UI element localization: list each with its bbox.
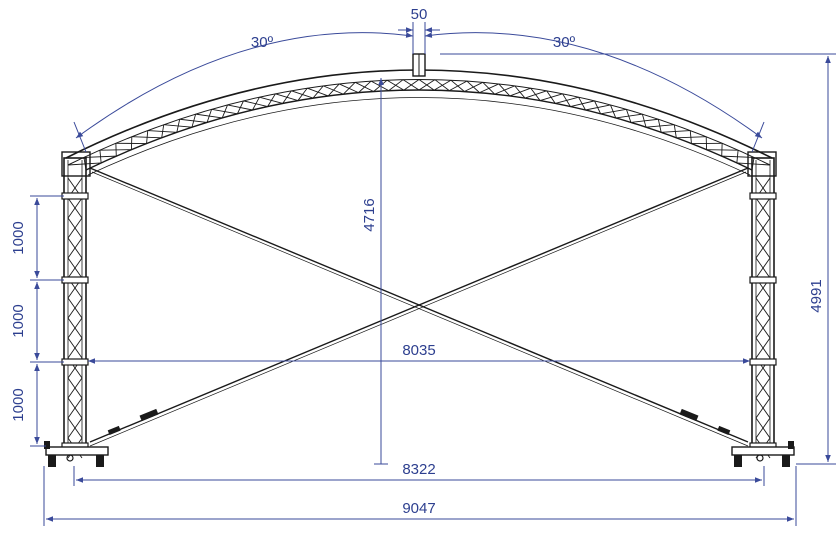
inner-width-label: 8035 xyxy=(402,342,435,359)
total-width-label: 9047 xyxy=(402,500,435,517)
total-height-label: 4991 xyxy=(808,279,825,312)
top-gap-label: 50 xyxy=(411,6,428,23)
truss-structure xyxy=(44,54,794,467)
right-tower xyxy=(750,158,776,458)
segment-1-label: 1000 xyxy=(10,221,27,254)
arch-height-label: 4716 xyxy=(361,198,378,231)
left-angle-label: 30º xyxy=(251,34,274,51)
dimension-labels: 50 30º 30º 4716 4991 1000 1000 1000 8035… xyxy=(10,6,825,517)
tie-cables xyxy=(90,168,748,446)
segment-2-label: 1000 xyxy=(10,304,27,337)
base-width-label: 8322 xyxy=(402,461,435,478)
arch-truss xyxy=(62,54,776,176)
left-tower xyxy=(62,158,88,458)
segment-3-label: 1000 xyxy=(10,388,27,421)
right-angle-label: 30º xyxy=(553,34,576,51)
